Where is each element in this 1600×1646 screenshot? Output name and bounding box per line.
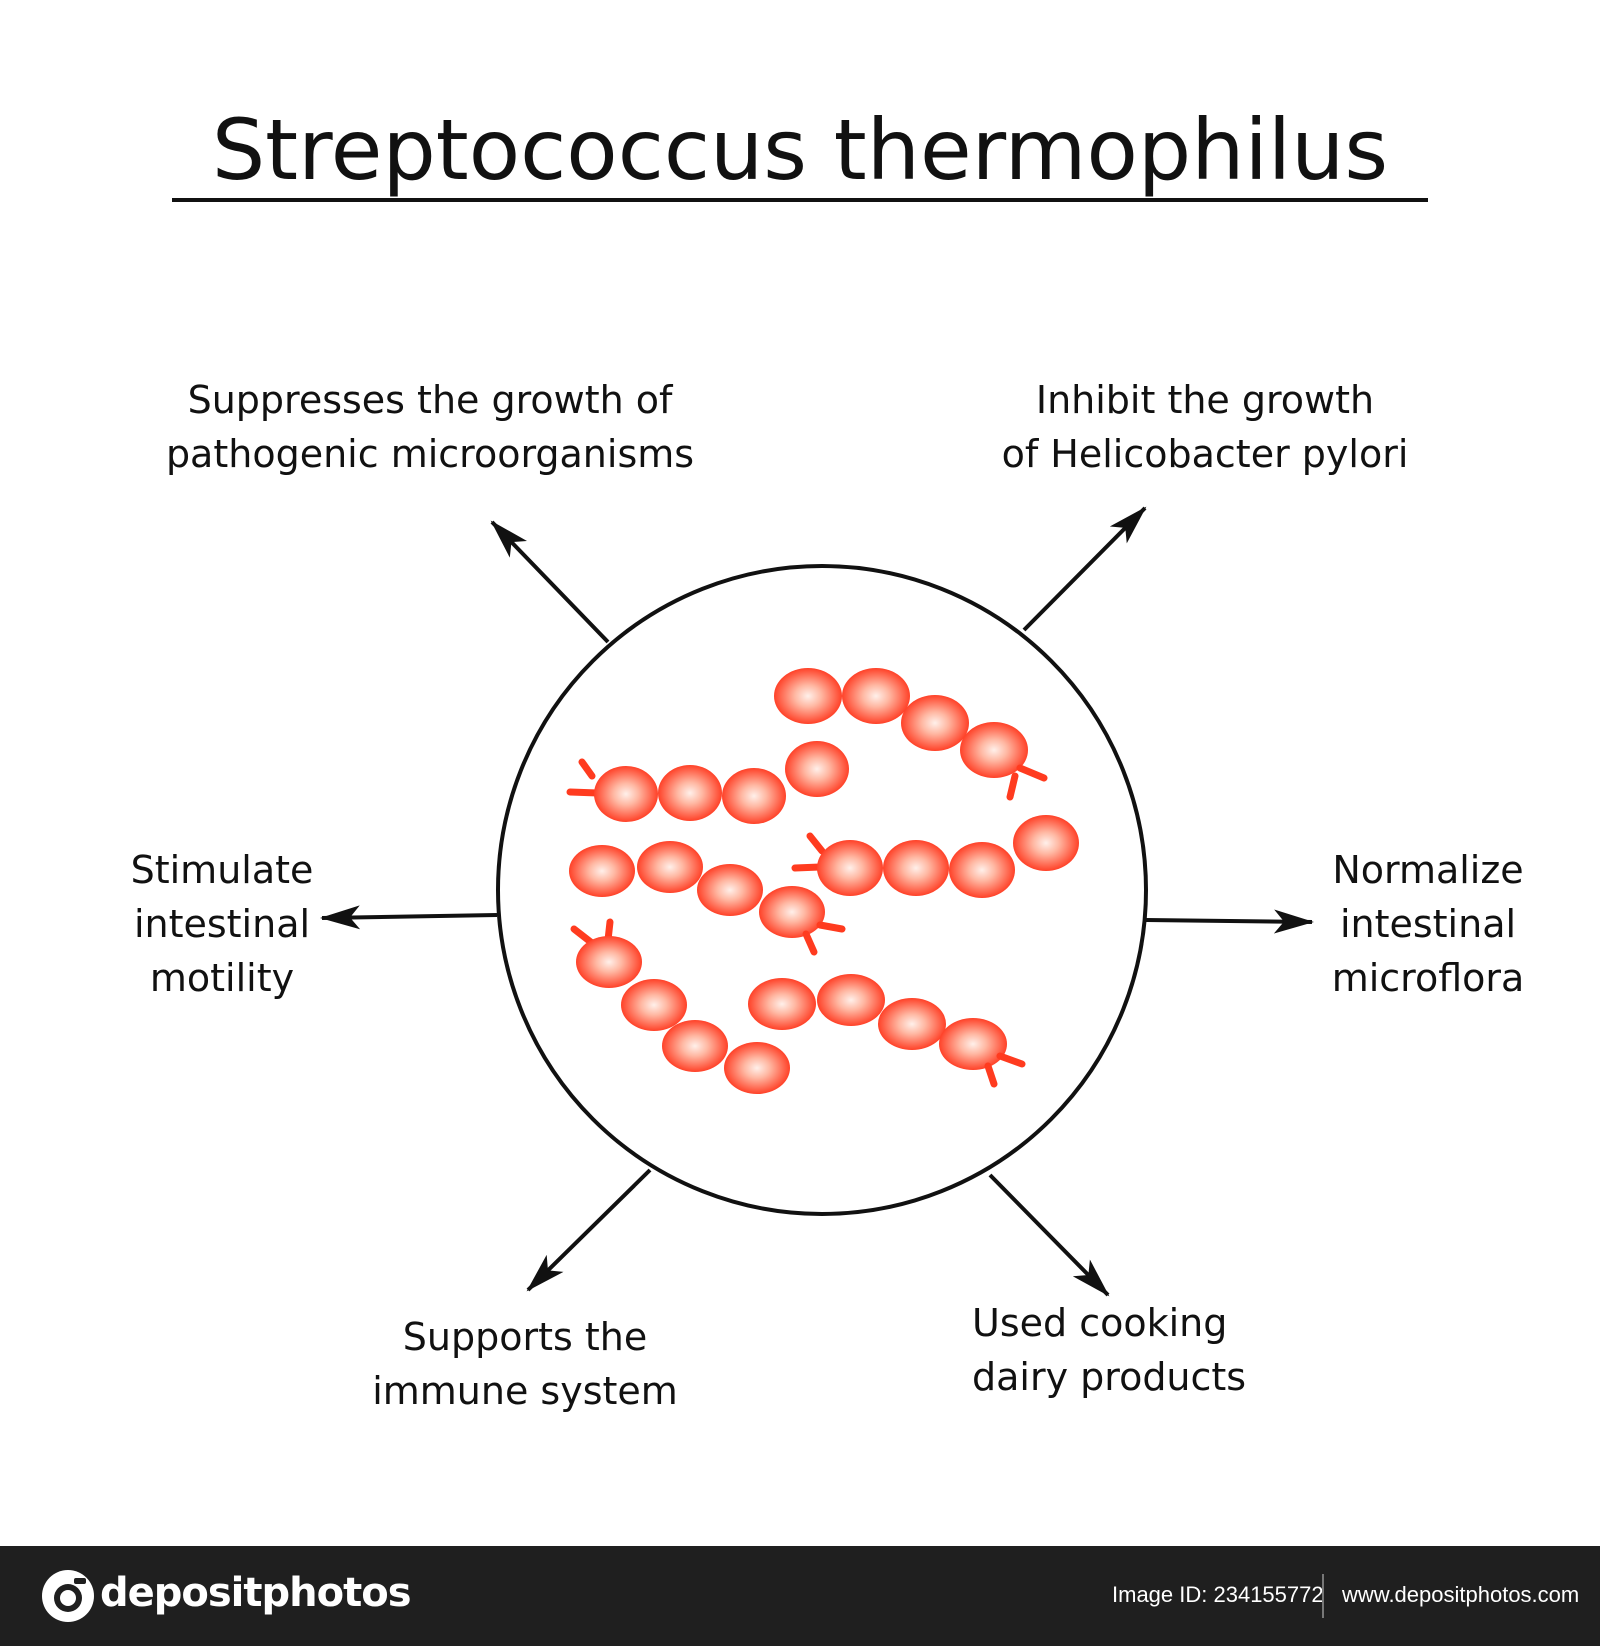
bacterium-cell (949, 842, 1015, 898)
arrow-right (1146, 920, 1312, 922)
arrow-bottom-left (528, 1170, 650, 1290)
bacterium-cell (576, 936, 642, 988)
bacterium-tail (1010, 768, 1044, 797)
image-id: Image ID: 234155772 (1112, 1582, 1324, 1608)
arrow-bottom-right (990, 1175, 1108, 1295)
bacterium-tail (570, 762, 598, 793)
effect-line: Supports the (355, 1310, 695, 1364)
footer-bar: depositphotos Image ID: 234155772 www.de… (0, 1546, 1600, 1646)
bacterium-cell (817, 840, 883, 896)
bacterium-cell (785, 741, 849, 797)
bacterium-cell (637, 841, 703, 893)
bacterium-cell (939, 1018, 1007, 1070)
effect-line: of Helicobacter pylori (980, 427, 1430, 481)
bacterium-cell (722, 768, 786, 824)
bacterium-cell (594, 766, 658, 822)
bacterium-cell (817, 974, 885, 1026)
arrow-top-right (1024, 508, 1145, 630)
effect-line: Normalize (1318, 843, 1538, 897)
bacterium-cell (901, 695, 969, 751)
bacterium-cell (658, 765, 722, 821)
bacterium-cell (1013, 815, 1079, 871)
effect-line: Used cooking (972, 1296, 1292, 1350)
effect-line: pathogenic microorganisms (140, 427, 720, 481)
effect-line: immune system (355, 1364, 695, 1418)
effect-line: Stimulate (112, 843, 332, 897)
arrow-top-left (492, 522, 608, 642)
bacterium-cell (569, 845, 635, 897)
site-url: www.depositphotos.com (1342, 1582, 1579, 1608)
bacterium-cell (748, 978, 816, 1030)
chain-2 (570, 741, 849, 824)
effect-top-left: Suppresses the growth of pathogenic micr… (140, 373, 720, 481)
bacterium-cell (724, 1042, 790, 1094)
effect-top-right: Inhibit the growth of Helicobacter pylor… (980, 373, 1430, 481)
bacterium-cell (697, 864, 763, 916)
bacterium-cell (842, 668, 910, 724)
chain-4 (795, 815, 1079, 898)
footer-divider (1322, 1574, 1324, 1618)
effect-line: intestinal (1318, 897, 1538, 951)
effect-bottom-left: Supports the immune system (355, 1310, 695, 1418)
bacterium-cell (662, 1020, 728, 1072)
bacterium-cell (878, 998, 946, 1050)
camera-logo-icon (40, 1568, 96, 1624)
effect-line: Inhibit the growth (980, 373, 1430, 427)
arrow-left (322, 915, 497, 918)
effect-line: motility (112, 951, 332, 1005)
bacterium-cell (883, 840, 949, 896)
brand-name: depositphotos (100, 1570, 411, 1616)
bacteria-diagram (0, 0, 1600, 1546)
effect-right: Normalize intestinal microflora (1318, 843, 1538, 1005)
effect-line: microflora (1318, 951, 1538, 1005)
effect-bottom-right: Used cooking dairy products (972, 1296, 1292, 1404)
bacterium-cell (621, 979, 687, 1031)
effect-line: Suppresses the growth of (140, 373, 720, 427)
effect-line: dairy products (972, 1350, 1292, 1404)
bacterium-cell (774, 668, 842, 724)
effect-left: Stimulate intestinal motility (112, 843, 332, 1005)
bacterium-cell (759, 886, 825, 938)
effect-line: intestinal (112, 897, 332, 951)
